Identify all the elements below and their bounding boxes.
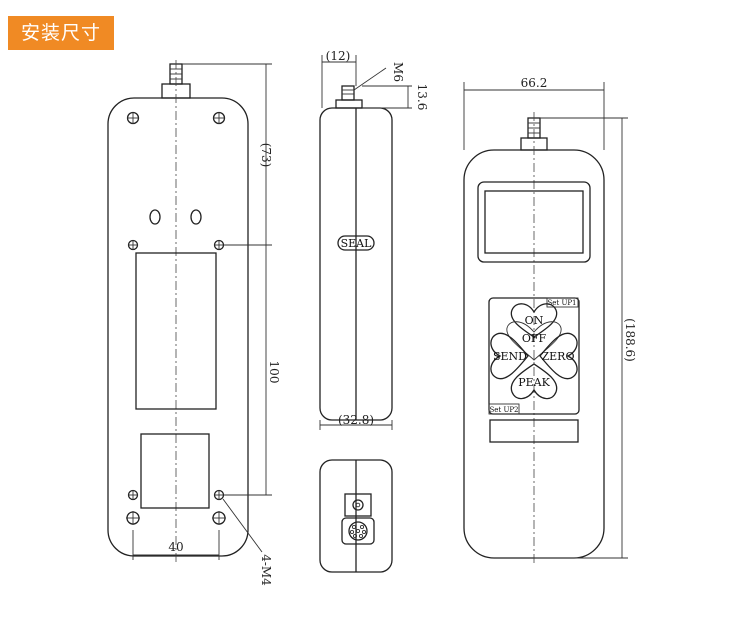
set-up2-label: Set UP2 [489,406,518,414]
zero-key[interactable] [539,332,578,380]
charge-port [344,493,372,517]
side-thread [341,85,355,101]
seal-label: SEAL [341,237,373,250]
on-key-label: ON [525,314,544,327]
keypad-panel [488,297,580,415]
screw-icon [126,511,140,525]
back-view: (73) 100 40 4-M4 [107,60,281,586]
send-key[interactable] [490,332,529,380]
set-up1-label-box [546,297,579,308]
dim-top-label: (73) [259,143,273,168]
send-key-label: SEND [493,350,527,363]
screw-icon [212,111,226,125]
front-dim-height: (188.6) [623,318,637,362]
charge-port-icon [352,499,364,511]
hole-icon [149,209,161,225]
bottom-view [319,459,393,573]
front-label-strip [489,419,579,443]
mount-hole-icon [127,239,139,251]
front-dim-width: 66.2 [521,76,548,90]
peak-key-label: PEAK [518,376,550,389]
screw-icon [212,511,226,525]
mount-label: 4-M4 [259,554,273,586]
section-title: 安装尺寸 [8,16,114,50]
data-port [341,517,375,545]
mount-leader-line [222,498,263,553]
hole-icon [190,209,202,225]
side-thread-label: M6 [391,62,405,82]
side-dim-width-bottom: (32.8) [338,413,374,427]
off-key-label: OFF [522,332,547,345]
display-screen [484,190,584,254]
dim-bottom-label: 40 [168,540,183,554]
set-up2-label-box [488,403,520,415]
peak-key[interactable] [510,363,558,400]
screw-icon [126,111,140,125]
dim-mid-label: 100 [267,361,281,384]
mount-hole-icon [213,239,225,251]
display-frame [477,181,591,263]
back-body-outline [107,97,249,557]
data-port-icon [348,521,368,541]
side-view: (12) M6 13.6 SEAL (32.8) [319,49,429,430]
mount-hole-icon [213,489,225,501]
zero-key-label: ZERO [542,350,575,363]
side-nut [335,99,363,109]
back-lower-panel [140,433,210,509]
side-thread-length: 13.6 [415,84,429,111]
seal-badge [337,235,375,251]
on-off-key[interactable] [510,303,558,338]
side-dim-width-top: (12) [326,49,351,63]
front-view: Set UP1 Set UP2 ON OFF SEND ZERO PEAK 66… [463,76,637,565]
mount-hole-icon [127,489,139,501]
set-up1-label: Set UP1 [547,299,576,307]
back-label-panel [135,252,217,410]
